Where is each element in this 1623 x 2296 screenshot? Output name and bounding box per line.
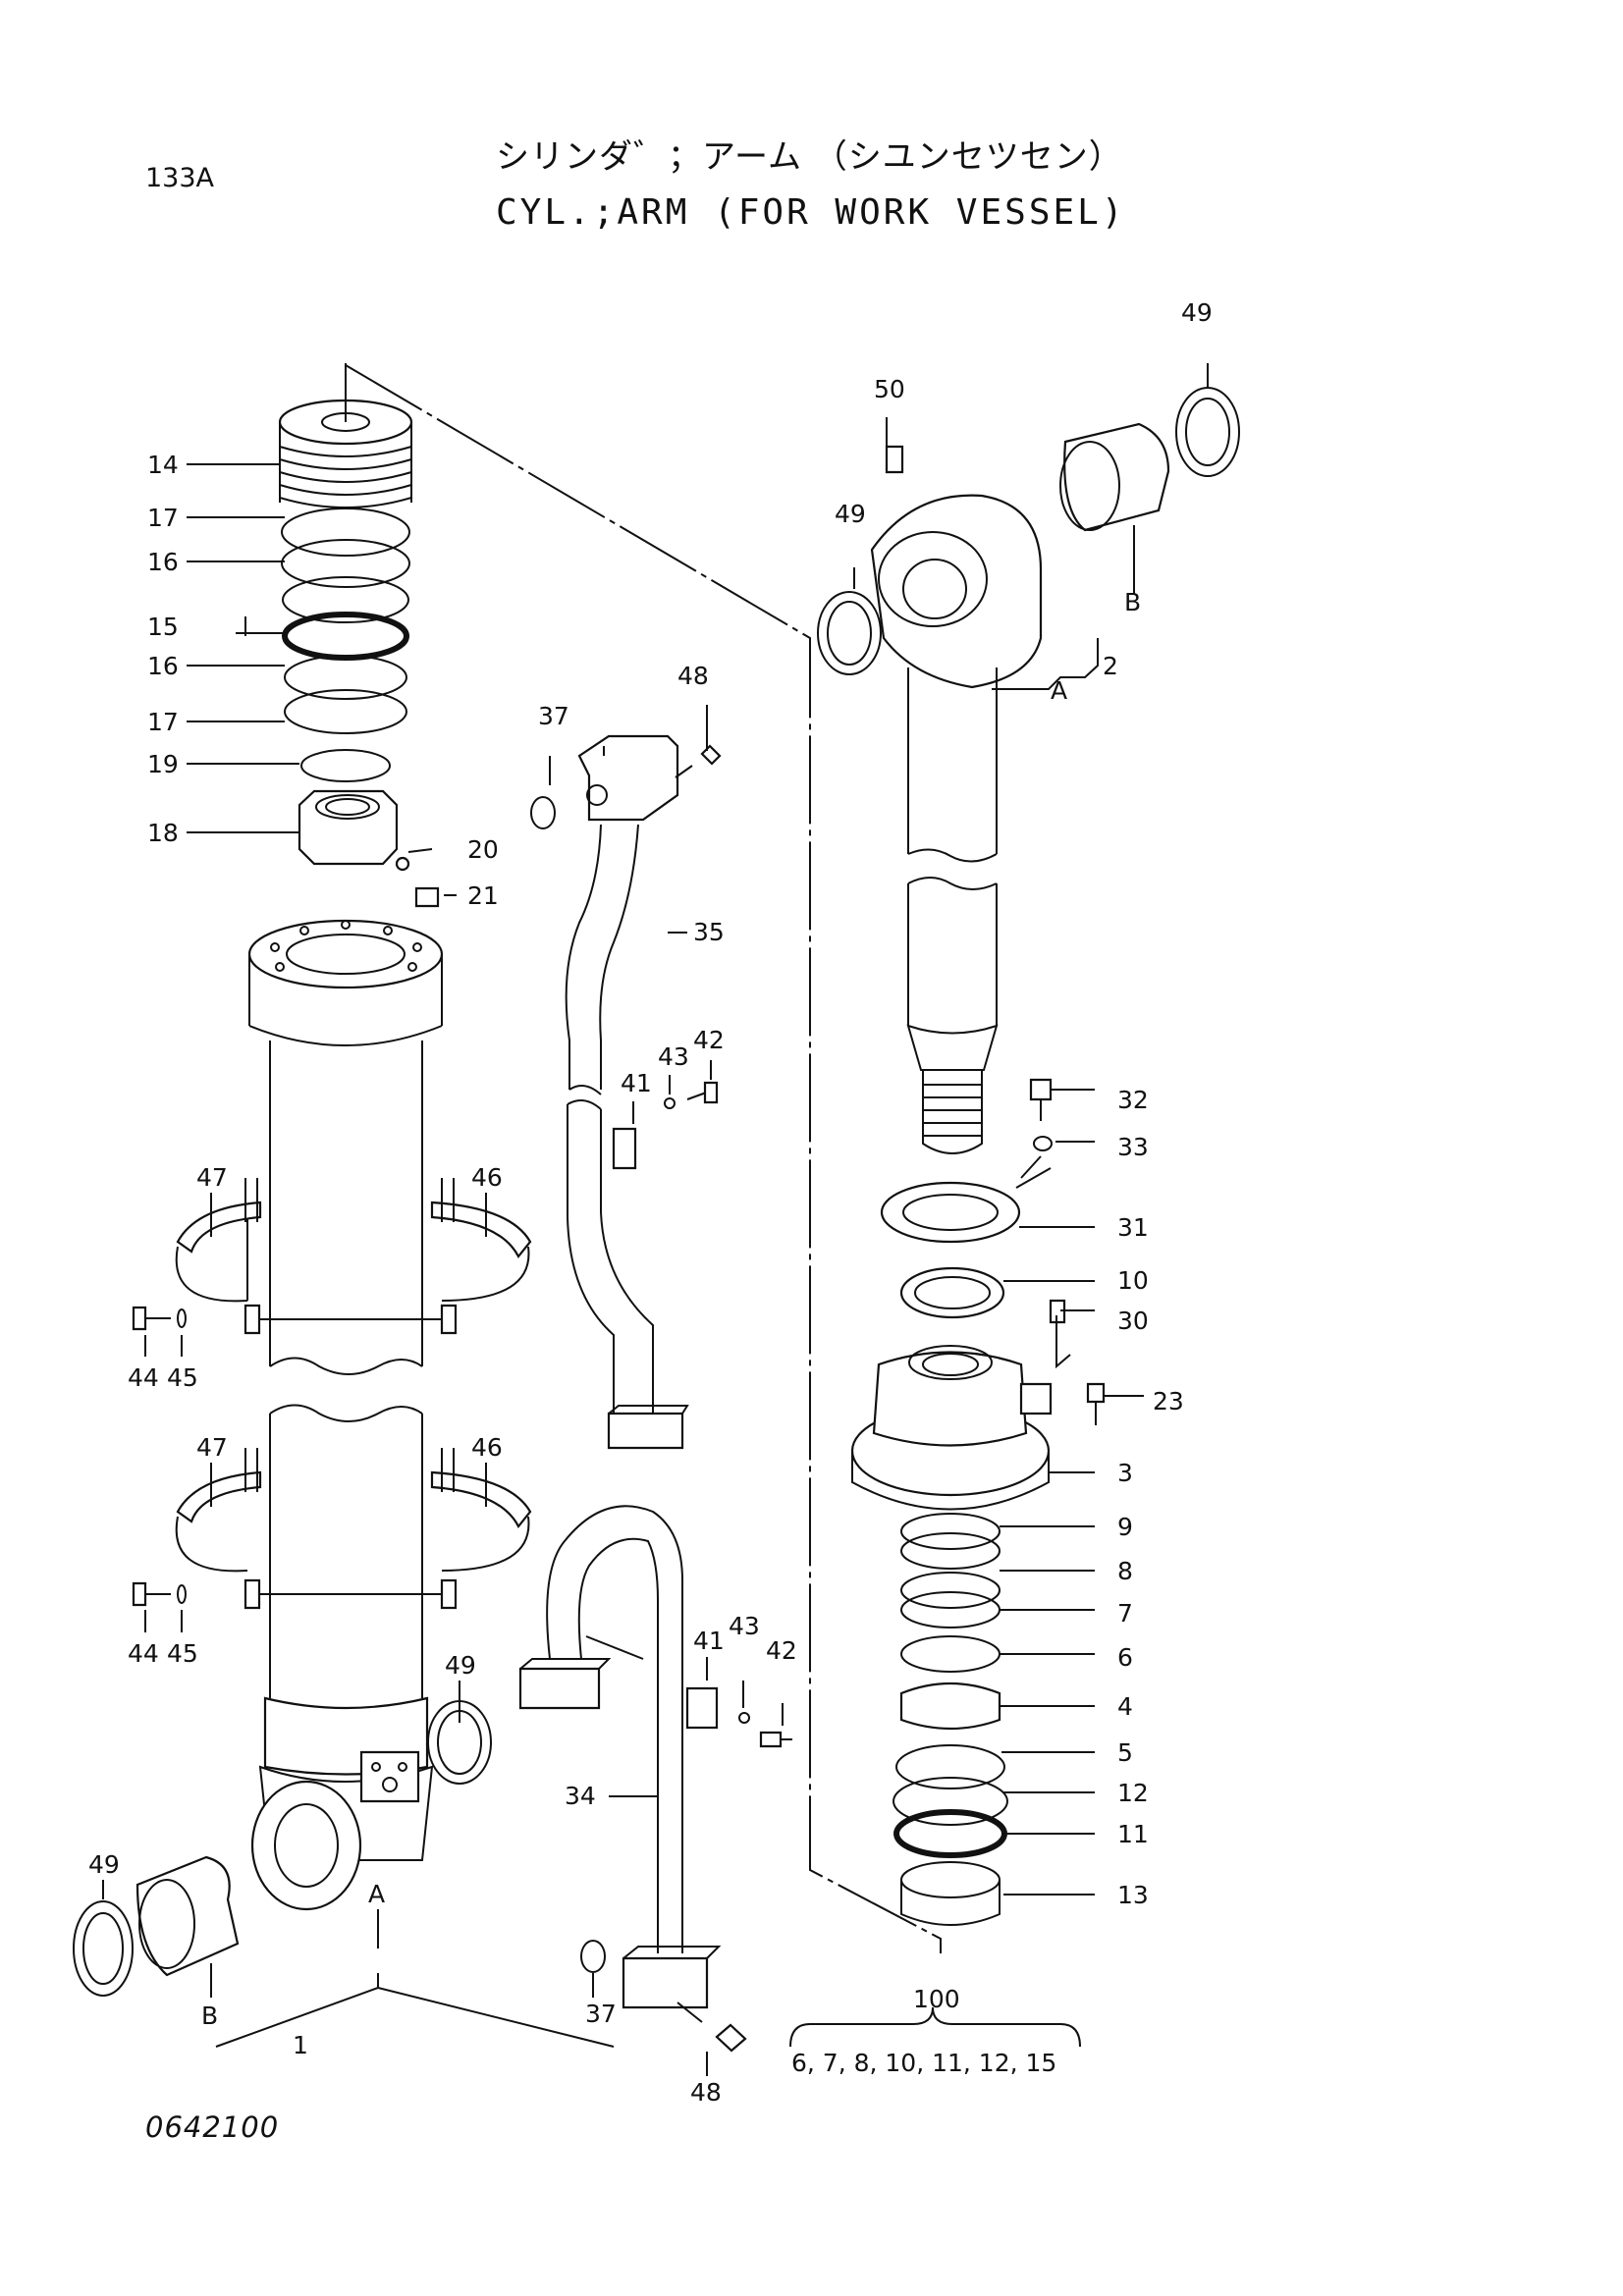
title-japanese: シリンダ゛；アーム （シユンセツセン）: [496, 137, 1123, 177]
callout-14: 14: [147, 451, 179, 479]
callout-15: 15: [147, 613, 179, 641]
callout-47: 47: [196, 1163, 228, 1192]
callout-5: 5: [1117, 1738, 1133, 1767]
callout-48: 48: [690, 2078, 722, 2107]
callout-47: 47: [196, 1433, 228, 1462]
callout-49: 49: [88, 1850, 120, 1879]
callout-42: 42: [766, 1636, 797, 1665]
callout-49: 49: [1181, 298, 1213, 327]
callout-37: 37: [585, 2000, 617, 2028]
piston-assembly: [278, 363, 942, 1953]
callout-11: 11: [1117, 1820, 1149, 1848]
callout-labels: 14 17 16 15 16 17 19 18 20 21 47 46 44 4…: [88, 298, 1213, 2107]
title-english: CYL.;ARM (FOR WORK VESSEL): [496, 192, 1126, 233]
callout-A: A: [1051, 676, 1067, 705]
callout-45: 45: [167, 1363, 198, 1392]
callout-41: 41: [693, 1627, 725, 1655]
pipe-34: [518, 1505, 792, 2053]
callout-B: B: [1124, 588, 1141, 616]
callout-49: 49: [445, 1651, 476, 1680]
callout-32: 32: [1117, 1086, 1149, 1114]
callout-6: 6: [1117, 1643, 1133, 1672]
callout-B: B: [201, 2002, 218, 2030]
callout-21: 21: [467, 881, 499, 910]
pipe-35: [530, 734, 722, 1450]
callout-41: 41: [621, 1069, 652, 1097]
callout-48: 48: [677, 662, 709, 690]
piston-rod: [817, 387, 1240, 1926]
callout-17: 17: [147, 708, 179, 736]
callout-8: 8: [1117, 1557, 1133, 1585]
callout-10: 10: [1117, 1266, 1149, 1295]
callout-20: 20: [467, 835, 499, 864]
callout-3: 3: [1117, 1459, 1133, 1487]
callout-31: 31: [1117, 1213, 1149, 1242]
callout-33: 33: [1117, 1133, 1149, 1161]
callout-18: 18: [147, 819, 179, 847]
callout-A: A: [368, 1880, 385, 1908]
callout-23: 23: [1153, 1387, 1184, 1415]
callout-16: 16: [147, 652, 179, 680]
callout-42: 42: [693, 1026, 725, 1054]
callout-43: 43: [658, 1042, 689, 1071]
callout-37: 37: [538, 702, 569, 730]
repair-kit-contents: 6, 7, 8, 10, 11, 12, 15: [791, 2049, 1056, 2077]
callout-34: 34: [565, 1782, 596, 1810]
callout-44: 44: [128, 1639, 159, 1668]
callout-17: 17: [147, 504, 179, 532]
callout-7: 7: [1117, 1599, 1133, 1628]
leader-lines: [102, 363, 1209, 2076]
callout-13: 13: [1117, 1881, 1149, 1909]
callout-12: 12: [1117, 1779, 1149, 1807]
callout-46: 46: [471, 1433, 503, 1462]
callout-4: 4: [1117, 1692, 1133, 1721]
callout-2: 2: [1103, 652, 1118, 680]
callout-46: 46: [471, 1163, 503, 1192]
callout-49: 49: [835, 500, 866, 528]
callout-45: 45: [167, 1639, 198, 1668]
cylinder-tube: [247, 919, 444, 1911]
callout-16: 16: [147, 548, 179, 576]
callout-50: 50: [874, 375, 905, 403]
drawing-code: 0642100: [145, 2110, 280, 2144]
pipe-clamps: [73, 1178, 532, 1997]
page-number: 133A: [145, 163, 215, 193]
callout-9: 9: [1117, 1513, 1133, 1541]
callout-30: 30: [1117, 1307, 1149, 1335]
callout-35: 35: [693, 918, 725, 946]
callout-44: 44: [128, 1363, 159, 1392]
callout-1: 1: [293, 2031, 308, 2059]
callout-19: 19: [147, 750, 179, 778]
callout-100: 100: [913, 1985, 960, 2013]
callout-43: 43: [729, 1612, 760, 1640]
